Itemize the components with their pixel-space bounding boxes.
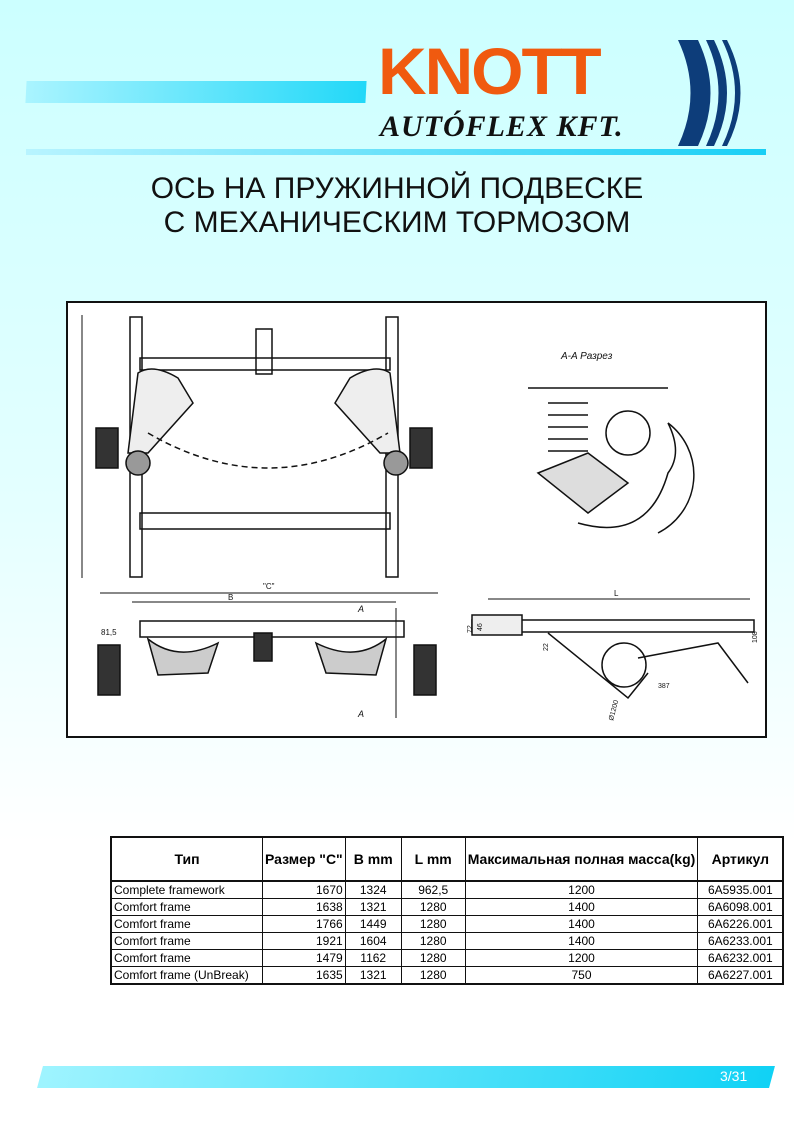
table-cell: 6A6232.001 bbox=[697, 949, 784, 967]
col-type: Тип bbox=[110, 836, 263, 882]
technical-drawing: A-A Разрез "C" B A A 81,5 bbox=[66, 301, 767, 738]
title-line-2: С МЕХАНИЧЕСКИМ ТОРМОЗОМ bbox=[163, 206, 631, 239]
section-view: A-A Разрез bbox=[528, 351, 695, 534]
header-band bbox=[25, 81, 367, 103]
dim-b-label: B bbox=[228, 593, 233, 602]
table-cell: 1635 bbox=[262, 966, 346, 985]
title-line-1: ОСЬ НА ПРУЖИННОЙ ПОДВЕСКЕ bbox=[150, 172, 644, 205]
table-cell: Complete framework bbox=[110, 880, 263, 899]
logo-subtitle: AUTÓFLEX KFT. bbox=[380, 110, 624, 143]
table-cell: 6A6226.001 bbox=[697, 915, 784, 933]
table-cell: 1638 bbox=[262, 898, 346, 916]
page-number: 3/31 bbox=[720, 1068, 748, 1084]
table-cell: Comfort frame bbox=[110, 949, 263, 967]
table-cell: 962,5 bbox=[400, 880, 466, 899]
table-cell: 1321 bbox=[344, 898, 402, 916]
logo-arcs-icon bbox=[678, 40, 741, 146]
table-cell: 1280 bbox=[400, 915, 466, 933]
dim-c-label: "C" bbox=[263, 582, 275, 591]
footer-band bbox=[37, 1066, 775, 1088]
table-cell: 1200 bbox=[464, 949, 699, 967]
table-cell: 6A5935.001 bbox=[697, 880, 784, 899]
dim-22-label: 22 bbox=[543, 643, 550, 651]
table-cell: 1324 bbox=[344, 880, 402, 899]
table-cell: 6A6098.001 bbox=[697, 898, 784, 916]
dim-81-5-label: 81,5 bbox=[101, 628, 117, 637]
table-cell: 1280 bbox=[400, 949, 466, 967]
table-cell: Comfort frame (UnBreak) bbox=[110, 966, 263, 985]
section-mark-top: A bbox=[357, 604, 364, 614]
table-cell: 1200 bbox=[464, 880, 699, 899]
table-cell: 1400 bbox=[464, 932, 699, 950]
specs-table: Тип Размер "C" B mm L mm Максимальная по… bbox=[110, 836, 785, 985]
table-cell: 1766 bbox=[262, 915, 346, 933]
table-cell: 1400 bbox=[464, 915, 699, 933]
plan-view bbox=[81, 315, 433, 578]
col-size-c: Размер "C" bbox=[262, 836, 346, 882]
table-cell: 6A6233.001 bbox=[697, 932, 784, 950]
section-mark-bottom: A bbox=[357, 709, 364, 719]
col-l: L mm bbox=[400, 836, 466, 882]
col-article: Артикул bbox=[697, 836, 784, 882]
logo-knott: KNOTT bbox=[378, 34, 602, 108]
table-cell: 1162 bbox=[344, 949, 402, 967]
dim-387-label: 387 bbox=[658, 683, 670, 690]
table-cell: 6A6227.001 bbox=[697, 966, 784, 985]
col-max-mass: Максимальная полная масса(kg) bbox=[464, 836, 699, 882]
section-label: A-A Разрез bbox=[560, 351, 613, 362]
table-header-row: Тип Размер "C" B mm L mm Максимальная по… bbox=[110, 836, 784, 882]
table-cell: 750 bbox=[464, 966, 699, 985]
col-b: B mm bbox=[344, 836, 402, 882]
table-cell: Comfort frame bbox=[110, 898, 263, 916]
table-cell: 1280 bbox=[400, 898, 466, 916]
table-cell: 1479 bbox=[262, 949, 346, 967]
dim-l-label: L bbox=[614, 589, 619, 598]
dim-108-label: 108 bbox=[752, 631, 759, 643]
dim-46-label: 46 bbox=[477, 623, 484, 631]
table-cell: 1321 bbox=[344, 966, 402, 985]
table-cell: 1670 bbox=[262, 880, 346, 899]
front-view: "C" B A A 81,5 bbox=[97, 582, 438, 719]
header-divider bbox=[26, 149, 766, 155]
table-cell: 1604 bbox=[344, 932, 402, 950]
dim-diameter-label: Ø1200 bbox=[608, 699, 620, 721]
table-cell: 1921 bbox=[262, 932, 346, 950]
table-cell: 1280 bbox=[400, 932, 466, 950]
table-cell: 1449 bbox=[344, 915, 402, 933]
page-title: ОСЬ НА ПРУЖИННОЙ ПОДВЕСКЕ С МЕХАНИЧЕСКИМ… bbox=[0, 172, 794, 240]
table-cell: 1280 bbox=[400, 966, 466, 985]
table-cell: 1400 bbox=[464, 898, 699, 916]
table-cell: Comfort frame bbox=[110, 932, 263, 950]
table-cell: Comfort frame bbox=[110, 915, 263, 933]
dim-72-label: 72 bbox=[467, 625, 474, 633]
side-view: L 387 72 46 22 108 Ø1200 bbox=[467, 589, 759, 722]
